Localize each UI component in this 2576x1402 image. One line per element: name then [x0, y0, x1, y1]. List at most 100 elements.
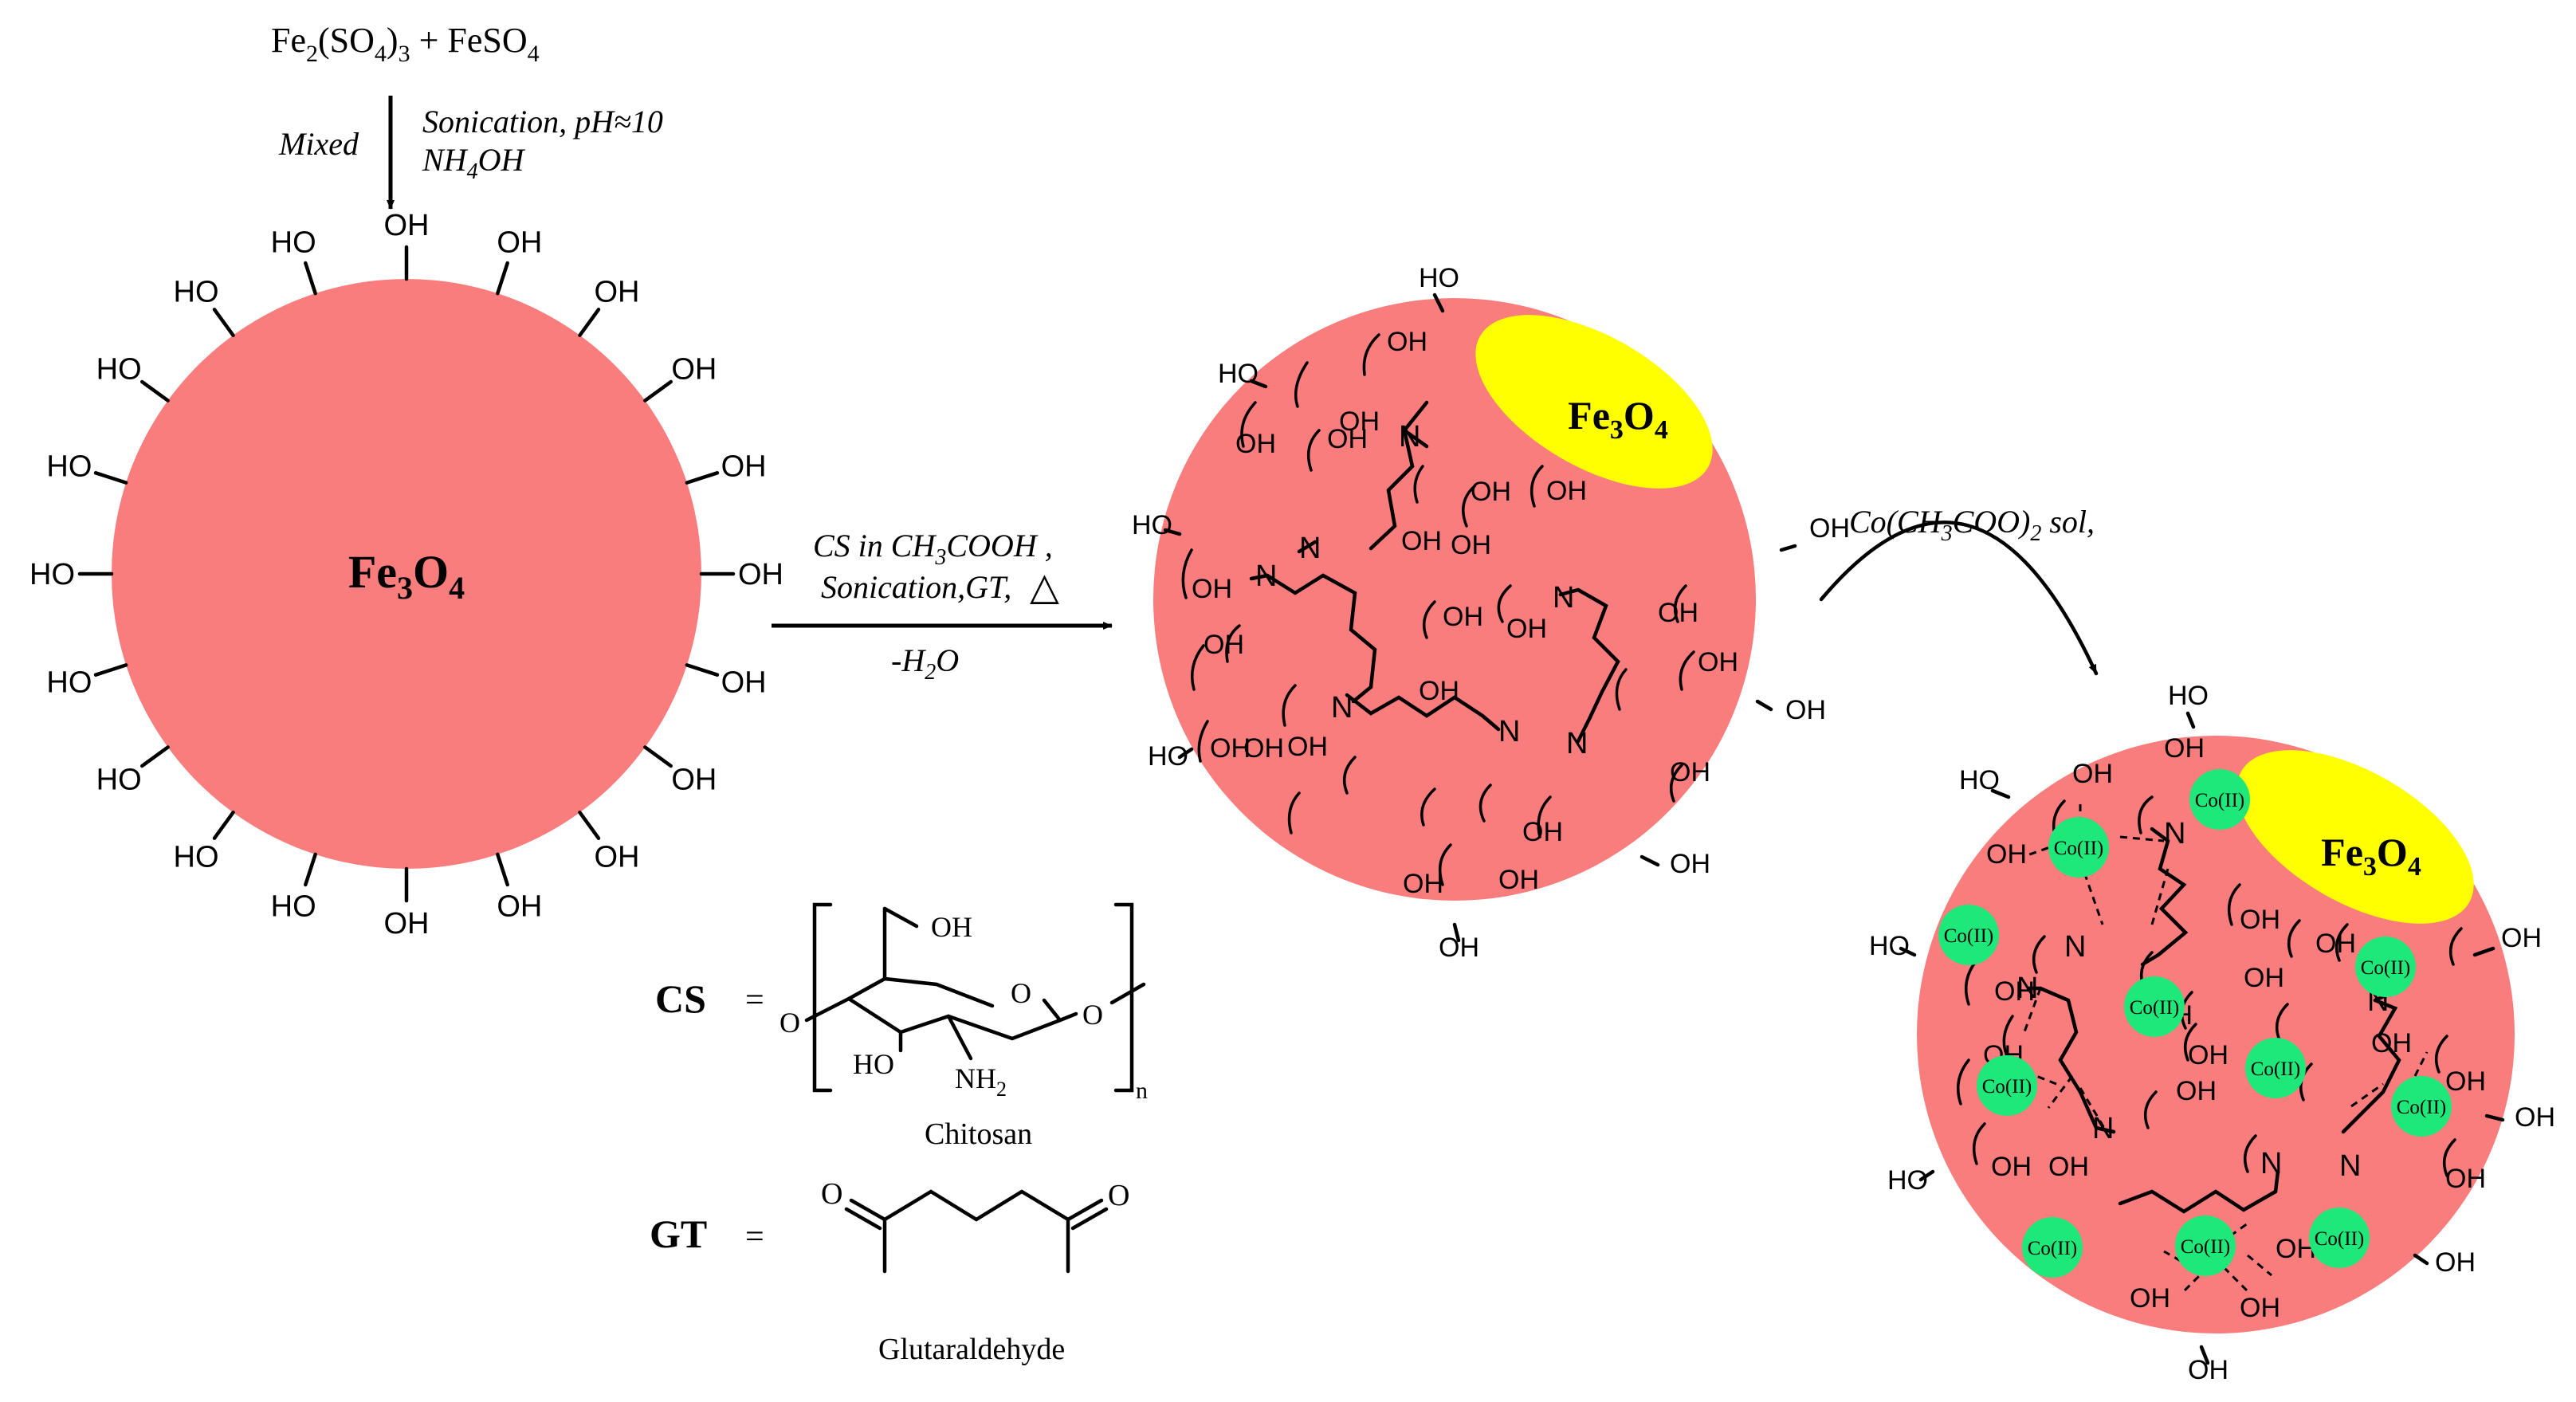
mid-imine-n: N [1553, 581, 1574, 615]
gt-abbr: GT [650, 1212, 707, 1256]
right-arc [2434, 1035, 2448, 1074]
mid-hydroxyl-label: OH [1451, 530, 1491, 560]
mid-hydroxyl-label: OH [1287, 732, 1328, 762]
mid-arc [1537, 795, 1552, 838]
mid-n-stub [1402, 428, 1429, 449]
coordination-bond [2247, 1254, 2272, 1277]
right-bracket [1113, 902, 1134, 1093]
right-hydroxyl-label: OH [2164, 733, 2205, 764]
mid-arc [1181, 548, 1193, 599]
coordination-bond [2022, 838, 2073, 858]
cobalt-ion [2189, 769, 2250, 830]
right-hydroxyl-label: OH [2188, 1355, 2228, 1385]
cs-nh2-label: NH2 [955, 1062, 1007, 1101]
right-chain [2357, 998, 2401, 1118]
coordination-bond [2016, 1066, 2057, 1086]
cobalt-ion [2391, 1076, 2452, 1137]
mid-imine-n: N [1399, 420, 1420, 454]
mid-arc [1478, 783, 1492, 823]
gt-carbonyl-right-b [1070, 1207, 1109, 1231]
right-n-stub [2150, 827, 2170, 843]
right-imine-n: N [2092, 1112, 2114, 1145]
cs-equals: = [745, 982, 764, 1019]
core-hydroxyl-label: OH [671, 763, 717, 796]
right-arc [2442, 1138, 2456, 1177]
magnetite-cap-right [2236, 750, 2474, 924]
mid-chain [1368, 400, 1429, 551]
glutaraldehyde-structure: O O Glutaraldehyde [821, 1177, 1129, 1366]
mid-hydroxyl-label: OH [1498, 865, 1539, 895]
mid-hydroxyl-label: OH [1471, 477, 1511, 507]
right-arc [2002, 1015, 2014, 1058]
core-hydroxyl-label: OH [721, 450, 767, 484]
core-hydroxyl-label: HO [271, 226, 316, 259]
core-hydroxyl-bond [643, 379, 673, 403]
core-hydroxyl-bond [496, 852, 509, 887]
right-hydroxyl-label: OH [2240, 905, 2280, 935]
mid-hydroxyl-label: OH [1403, 869, 1443, 899]
mid-hydroxyl-label: OH [1670, 757, 1710, 787]
chitosan-name: Chitosan [925, 1117, 1032, 1151]
cobalt-ions: Co(II)Co(II)Co(II)Co(II)Co(II)Co(II)Co(I… [1938, 769, 2452, 1278]
reactants-formula: Fe2(SO4)3 + FeSO4 [271, 21, 540, 67]
mid-hydroxyl-label: OH [1809, 513, 1850, 544]
gt-equals: = [745, 1219, 764, 1255]
mid-imine-n: N [1255, 560, 1277, 593]
mid-hydroxyl-label: OH [1419, 676, 1459, 706]
cobalt-label: Co(II) [2315, 1228, 2364, 1250]
mid-hydroxyl-bond [1755, 699, 1773, 712]
cobalt-label: Co(II) [1944, 925, 1993, 947]
mid-arc [1413, 465, 1424, 504]
cobalt-label: Co(II) [2181, 1236, 2230, 1258]
mid-hydroxyl-label: OH [1210, 733, 1251, 764]
mid-hydroxyl-label: HO [1218, 359, 1259, 389]
coordination-bond [2413, 1051, 2429, 1077]
right-cap-label: Fe3O4 [2321, 830, 2421, 882]
right-imine-n: N [2064, 930, 2086, 964]
mid-n-stub [1558, 587, 1581, 597]
mid-hydroxyl-bond [1452, 922, 1461, 943]
core-hydroxyl-bond [304, 261, 317, 296]
right-hydroxyl-bond [1918, 1169, 1935, 1182]
gt-carbonyl-right-a [1066, 1198, 1104, 1222]
mid-arc [1420, 787, 1436, 827]
mid-hydroxyl-label: OH [1204, 630, 1244, 660]
coordination-bond [2079, 1087, 2106, 1129]
right-hydroxyl-label: OH [2048, 1152, 2089, 1182]
right-hydroxyl-bond [2199, 1345, 2210, 1365]
ammonia-label: NH4OH [422, 142, 525, 184]
mid-hydroxyl-bond [1639, 854, 1660, 867]
mid-arc [1197, 720, 1209, 763]
water-loss-label: -H2O [891, 642, 959, 685]
cs-oh-label: OH [931, 911, 972, 943]
cs-o-left: O [779, 1007, 800, 1039]
core-hydroxyl-label: OH [384, 907, 430, 941]
core-hydroxyl-label: HO [46, 666, 92, 699]
right-chain [2038, 986, 2099, 1130]
step3-arrow [1819, 520, 2099, 676]
gt-carbonyl-left-a [849, 1198, 887, 1222]
cobalt-ion [2022, 1217, 2083, 1278]
cobalt-label: Co(II) [2361, 957, 2410, 979]
right-arc [1972, 1122, 1986, 1165]
mid-hydroxyl-label: OH [1401, 526, 1442, 556]
cobalt-label: Co(II) [2251, 1058, 2300, 1080]
gt-carbonyl-left-b [844, 1207, 882, 1231]
right-arc [2143, 1090, 2158, 1129]
mid-cap-label: Fe3O4 [1568, 393, 1668, 445]
mid-arc [1191, 644, 1205, 691]
right-arc [2138, 795, 2154, 835]
coordination-bond [2079, 860, 2104, 925]
mixed-label: Mixed [278, 126, 359, 162]
mid-hydroxyl-label: OH [1670, 849, 1710, 879]
mid-arc [1287, 791, 1301, 835]
cs-repeat-n: n [1136, 1078, 1148, 1104]
mid-n-stub [1576, 715, 1592, 744]
coordination-bond [2021, 988, 2042, 1037]
cobalt-label: Co(II) [2054, 838, 2103, 859]
right-hydroxyl-label: OH [2445, 1164, 2486, 1194]
